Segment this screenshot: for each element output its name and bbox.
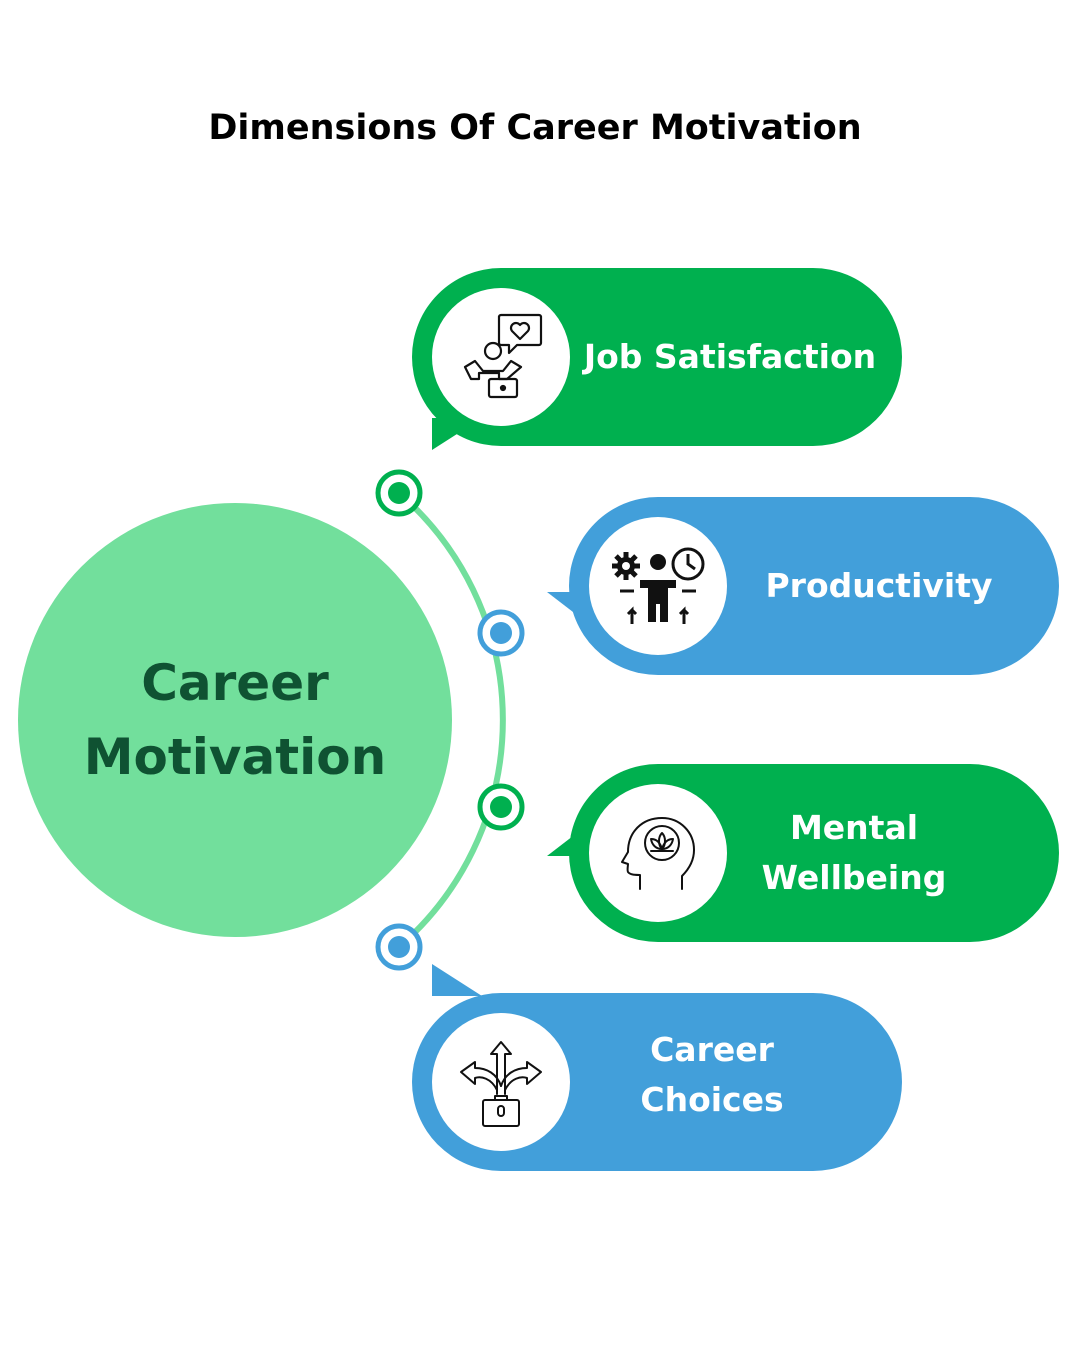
icon-circle <box>432 1013 570 1151</box>
label-line2: Wellbeing <box>761 858 947 897</box>
bubble-label: Productivity <box>739 561 1019 611</box>
bubble-tail <box>432 964 482 996</box>
worker-heart-icon <box>463 313 543 399</box>
bubble-label: Career Choices <box>582 1025 842 1125</box>
central-hub: Career Motivation <box>18 503 452 937</box>
node-career-choices <box>375 923 423 971</box>
icon-circle <box>432 288 570 426</box>
node-productivity <box>477 609 525 657</box>
node-mental-wellbeing <box>477 783 525 831</box>
icon-circle <box>589 517 727 655</box>
career-arrows-icon <box>460 1041 542 1127</box>
bubble-mental-wellbeing: Mental Wellbeing <box>547 764 1059 942</box>
label-line1: Productivity <box>765 566 993 605</box>
bubble-job-satisfaction: Job Satisfaction <box>412 268 902 450</box>
icon-circle <box>589 784 727 922</box>
mind-lotus-icon <box>621 817 695 890</box>
hub-label-line2: Motivation <box>83 728 387 786</box>
bubble-tail <box>432 418 482 450</box>
label-line1: Career <box>650 1030 774 1069</box>
bubble-label: Job Satisfaction <box>580 332 880 382</box>
hub-label-line1: Career <box>141 654 329 712</box>
label-line1: Mental <box>789 808 919 847</box>
bubble-label: Mental Wellbeing <box>739 803 969 903</box>
bubble-productivity: Productivity <box>547 497 1059 675</box>
productivity-icon <box>612 547 705 624</box>
node-job-satisfaction <box>375 469 423 517</box>
bubble-career-choices: Career Choices <box>412 964 902 1171</box>
label-line1: Job Satisfaction <box>583 337 877 376</box>
page-title: Dimensions Of Career Motivation <box>208 108 862 148</box>
label-line2: Choices <box>640 1080 784 1119</box>
